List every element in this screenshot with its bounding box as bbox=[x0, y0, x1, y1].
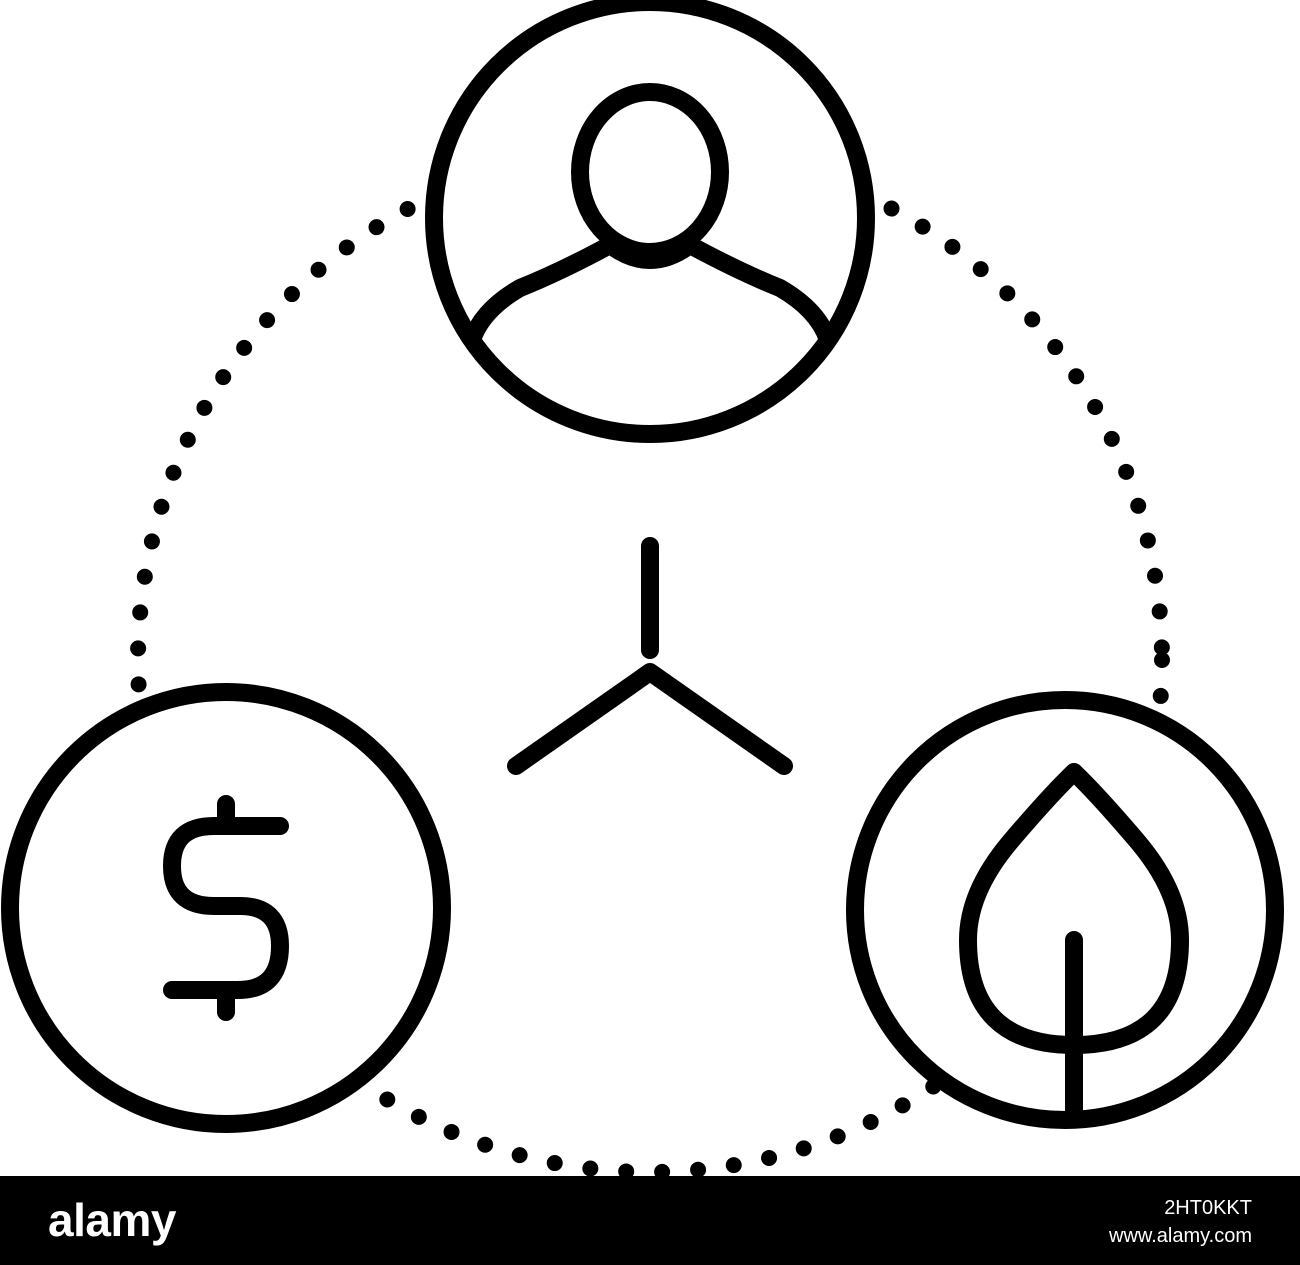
leaf-icon bbox=[959, 763, 1189, 1121]
person-circle bbox=[425, 0, 875, 443]
person-node bbox=[425, 0, 875, 443]
tri-connector-icon bbox=[507, 537, 793, 775]
dollar-icon bbox=[163, 795, 289, 1021]
nature-node bbox=[846, 691, 1284, 1129]
watermark-url: www.alamy.com bbox=[1109, 1225, 1252, 1247]
nature-circle bbox=[846, 691, 1284, 1129]
watermark-image-id: 2HT0KKT bbox=[1164, 1197, 1252, 1219]
money-node bbox=[1, 683, 451, 1133]
watermark-bar bbox=[0, 1176, 1300, 1265]
person-icon bbox=[463, 83, 837, 349]
watermark-brand: alamy bbox=[48, 1194, 176, 1246]
